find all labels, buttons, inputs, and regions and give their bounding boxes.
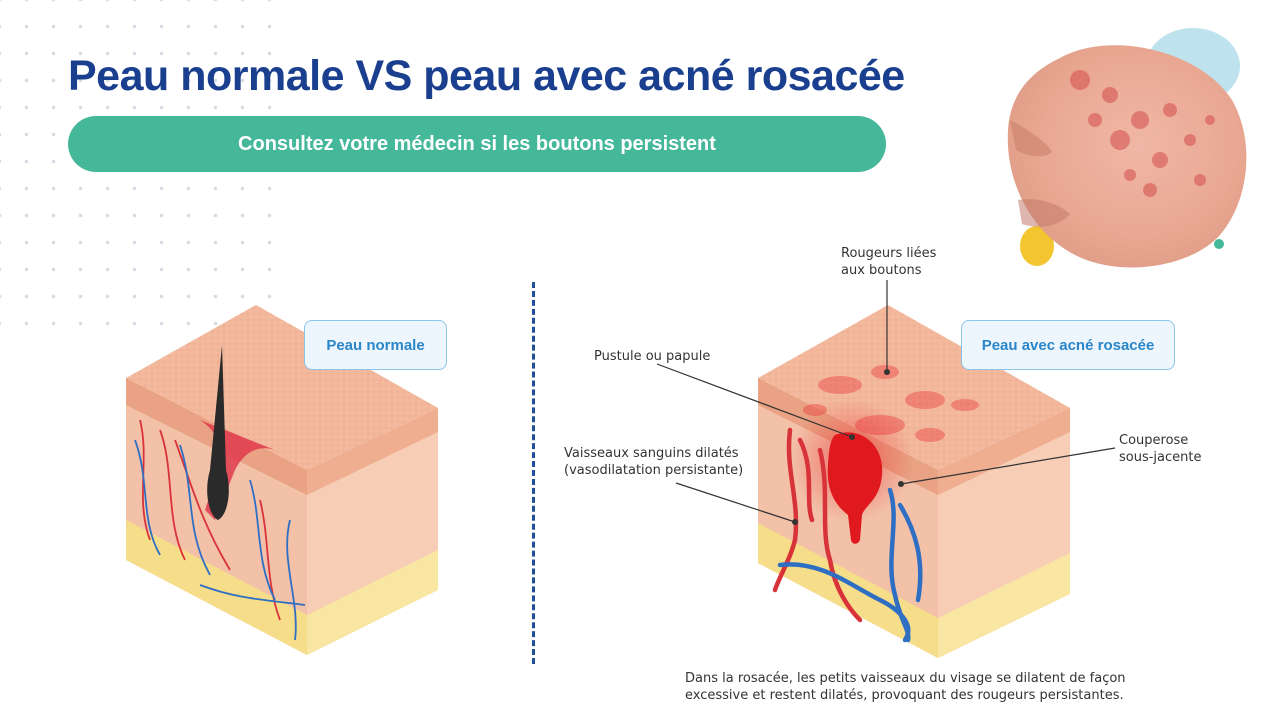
tag-rosacea-skin: Peau avec acné rosacée: [961, 320, 1175, 370]
fat-front-layer: [758, 523, 938, 658]
vein-lines: [134, 439, 306, 641]
leader-couperose: [900, 447, 1116, 485]
page-title: Peau normale VS peau avec acné rosacée: [68, 52, 905, 100]
advice-banner: Consultez votre médecin si les boutons p…: [68, 116, 886, 172]
fat-side-layer: [938, 553, 1070, 658]
panel-divider: [532, 282, 535, 664]
tag-normal-skin: Peau normale: [304, 320, 447, 370]
leader-dot-vessels: [792, 519, 798, 525]
leader-dot-pustule: [849, 434, 855, 440]
leader-lines: [656, 280, 1116, 523]
annotation-pustule: Pustule ou papule: [594, 349, 711, 364]
fat-front-layer: [126, 520, 307, 655]
epidermis-side: [307, 408, 438, 495]
skin-surface-top: [758, 305, 1070, 470]
annotation-couperose: Couperose sous-jacente: [1119, 433, 1202, 465]
pustule: [827, 432, 883, 544]
hair-shaft: [207, 345, 229, 520]
annotation-vessels: Vaisseaux sanguins dilatés (vasodilatati…: [564, 446, 744, 478]
epidermis-side: [938, 408, 1070, 495]
leader-pustule: [656, 363, 853, 438]
normal-skin-diagram: [126, 305, 438, 655]
leader-dot-redness: [884, 369, 890, 375]
yellow-blob-decoration: [1020, 226, 1054, 266]
leader-vessels: [675, 482, 796, 523]
rosacea-skin-diagram: [758, 305, 1070, 658]
annotation-redness: Rougeurs liées aux boutons: [841, 246, 937, 278]
teal-dot-decoration: [1214, 239, 1224, 249]
dilated-arteries: [772, 427, 863, 623]
skin-surface-top: [126, 305, 438, 470]
caption-text: Dans la rosacée, les petits vaisseaux du…: [685, 671, 1126, 703]
fat-side-layer: [307, 550, 438, 655]
dilated-veins: [777, 487, 923, 643]
leader-dot-couperose: [898, 481, 904, 487]
rosacea-face-photo: [1007, 28, 1247, 268]
